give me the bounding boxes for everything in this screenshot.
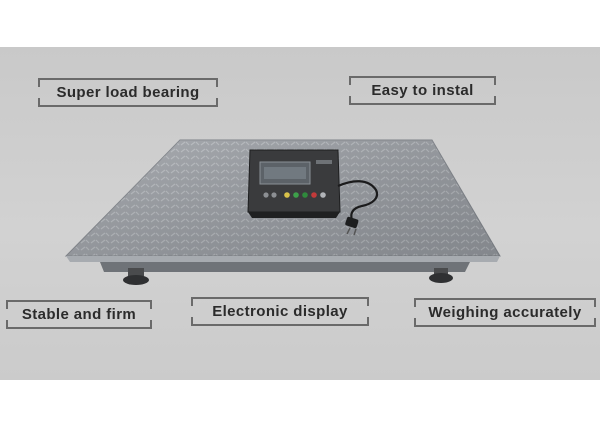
- label-easy-to-install: Easy to instal: [349, 76, 496, 105]
- label-weighing-accurately: Weighing accurately: [414, 298, 596, 327]
- keypad-buttons: [263, 192, 326, 198]
- label-electronic-display: Electronic display: [191, 297, 369, 326]
- label-super-load-bearing: Super load bearing: [38, 78, 218, 107]
- label-stable-and-firm: Stable and firm: [6, 300, 152, 329]
- platform-front-edge: [66, 256, 500, 262]
- power-plug-icon: [345, 216, 359, 236]
- weighing-indicator: [247, 149, 341, 218]
- power-cord: [337, 180, 379, 221]
- scale-foot-left: [123, 268, 149, 285]
- scale-foot-right: [429, 268, 453, 283]
